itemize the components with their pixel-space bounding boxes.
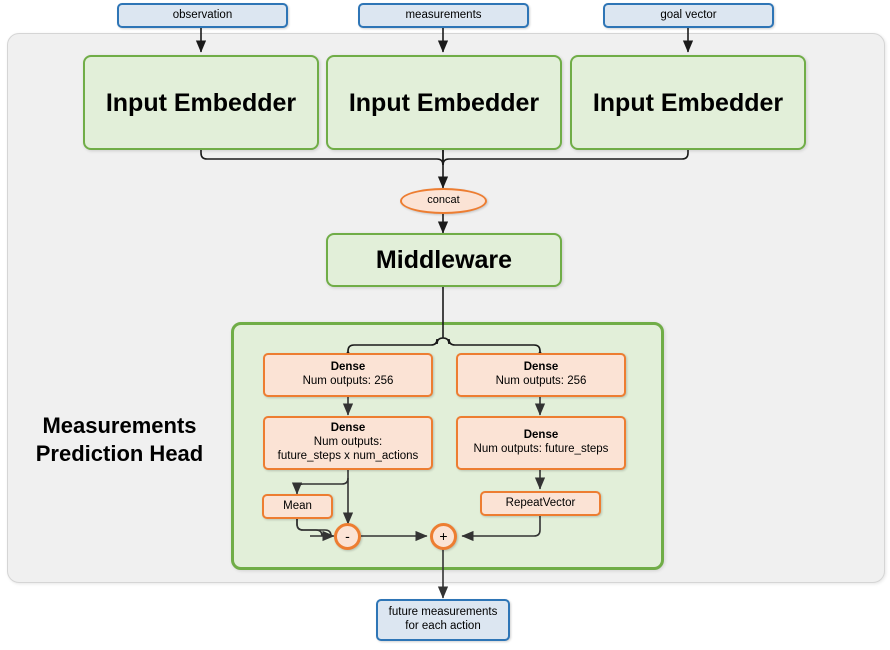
- left-dense-1-detail: Num outputs: 256: [302, 375, 394, 387]
- left-dense-2-title: Dense: [330, 422, 366, 435]
- add-operator[interactable]: +: [430, 523, 457, 550]
- input-embedder-observation[interactable]: Input Embedder: [83, 55, 319, 150]
- input-goal-vector[interactable]: goal vector: [603, 3, 774, 28]
- input-embedder-measurements-label: Input Embedder: [348, 88, 540, 117]
- left-dense-2[interactable]: Dense Num outputs: future_steps x num_ac…: [263, 416, 433, 470]
- repeat-vector-node[interactable]: RepeatVector: [480, 491, 601, 516]
- right-dense-1-detail: Num outputs: 256: [495, 375, 587, 387]
- input-embedder-observation-label: Input Embedder: [105, 88, 297, 117]
- right-dense-2-detail: Num outputs: future_steps: [473, 443, 609, 455]
- input-goal-vector-label: goal vector: [660, 8, 717, 21]
- subtract-operator[interactable]: -: [334, 523, 361, 550]
- middleware-label: Middleware: [375, 246, 513, 274]
- input-embedder-goal-vector[interactable]: Input Embedder: [570, 55, 806, 150]
- right-dense-1[interactable]: Dense Num outputs: 256: [456, 353, 626, 397]
- mean-node[interactable]: Mean: [262, 494, 333, 519]
- left-dense-2-detail-line1: Num outputs:: [313, 436, 383, 449]
- output-future-measurements[interactable]: future measurements for each action: [376, 599, 510, 641]
- left-dense-1[interactable]: Dense Num outputs: 256: [263, 353, 433, 397]
- repeat-vector-label: RepeatVector: [505, 496, 576, 509]
- concat-label: concat: [427, 194, 460, 207]
- subtract-operator-label: -: [345, 528, 350, 545]
- input-measurements-label: measurements: [405, 8, 482, 21]
- right-dense-1-title: Dense: [523, 361, 559, 374]
- input-embedder-goal-vector-label: Input Embedder: [592, 88, 784, 117]
- left-dense-1-title: Dense: [330, 361, 366, 374]
- right-dense-2-title: Dense: [523, 429, 559, 442]
- head-label-line2: Prediction Head: [35, 440, 204, 466]
- middleware-block[interactable]: Middleware: [326, 233, 562, 287]
- input-observation-label: observation: [172, 8, 233, 21]
- input-embedder-measurements[interactable]: Input Embedder: [326, 55, 562, 150]
- measurements-prediction-head-label: Measurements Prediction Head: [22, 412, 217, 467]
- concat-node[interactable]: concat: [400, 188, 487, 214]
- mean-label: Mean: [283, 499, 312, 512]
- left-dense-2-detail-line2: future_steps x num_actions: [277, 449, 419, 462]
- right-dense-2[interactable]: Dense Num outputs: future_steps: [456, 416, 626, 470]
- input-measurements[interactable]: measurements: [358, 3, 529, 28]
- head-label-line1: Measurements: [42, 413, 197, 438]
- output-line1: future measurements: [388, 606, 498, 619]
- output-line2: for each action: [405, 620, 481, 632]
- input-observation[interactable]: observation: [117, 3, 288, 28]
- add-operator-label: +: [439, 528, 448, 545]
